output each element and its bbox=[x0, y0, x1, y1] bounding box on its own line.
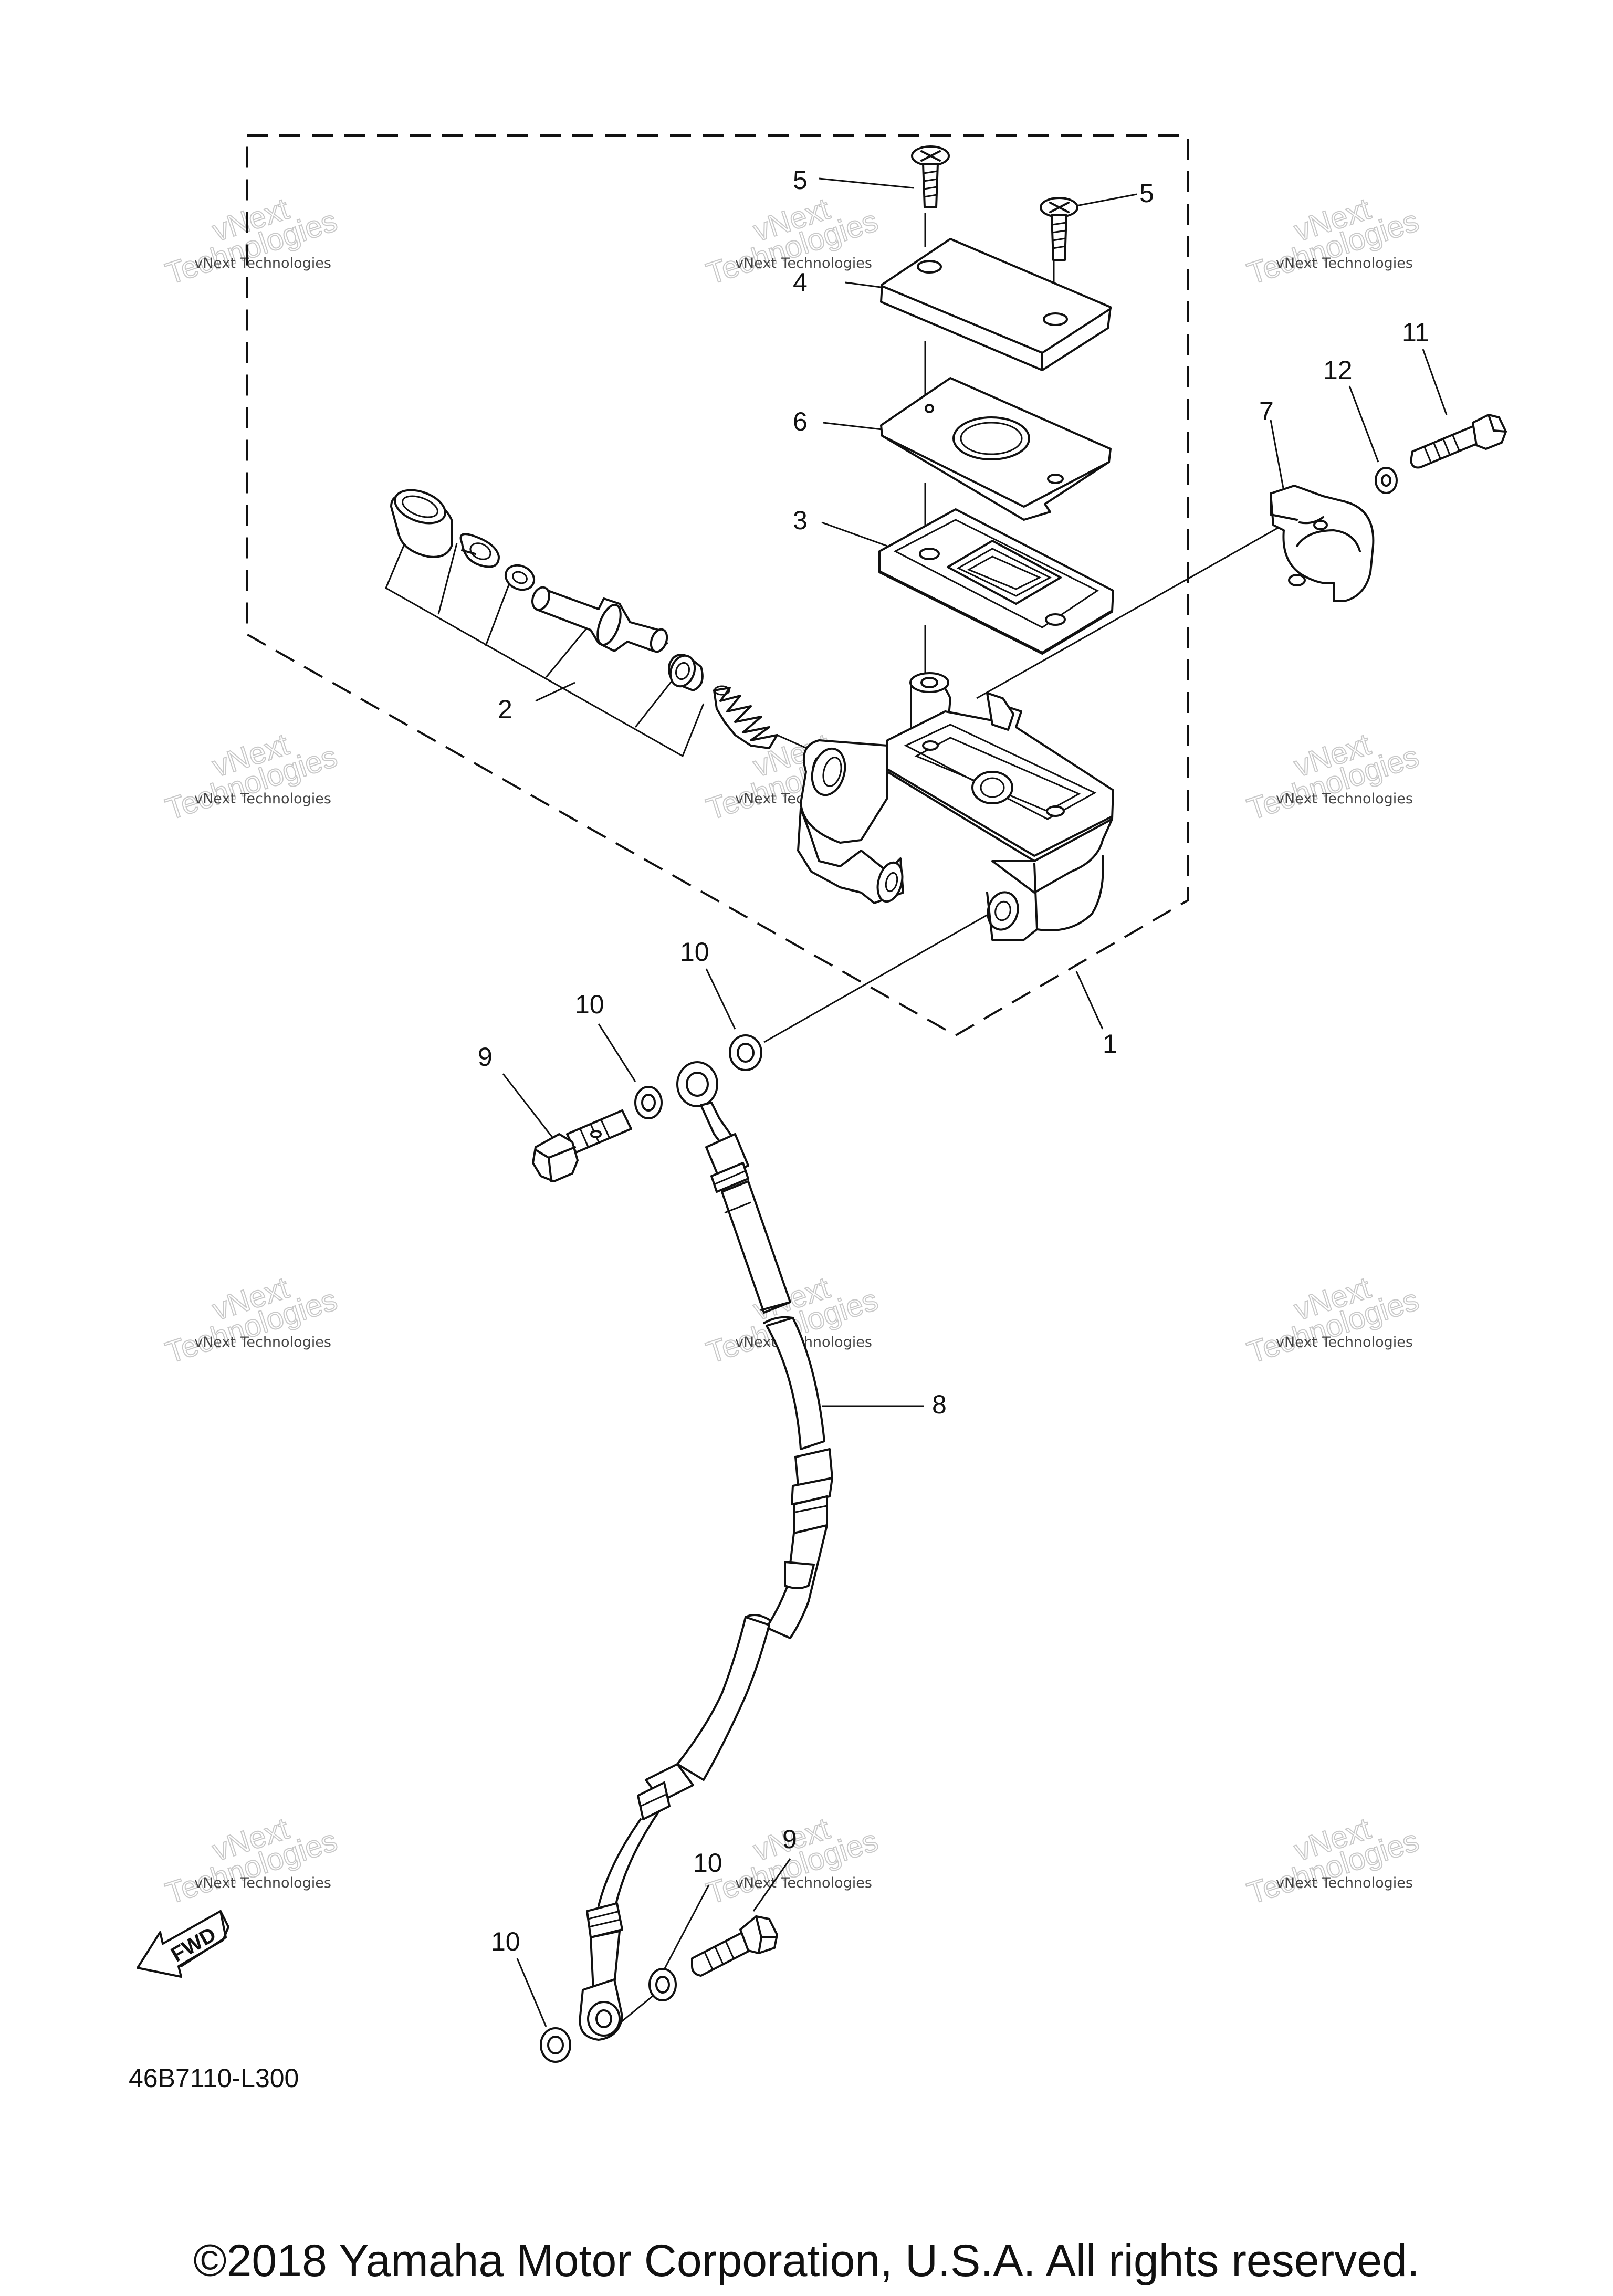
reservoir-cover-4 bbox=[880, 238, 1112, 371]
piston-kit-2 bbox=[390, 489, 778, 749]
diaphragm-6 bbox=[880, 377, 1112, 521]
dust-boot bbox=[390, 489, 453, 558]
callout-9a: 9 bbox=[478, 1042, 493, 1072]
diagram-code: 46B7110-L300 bbox=[129, 2063, 299, 2093]
callout-1: 1 bbox=[1103, 1029, 1117, 1058]
svg-text:vNext Technologies: vNext Technologies bbox=[735, 255, 872, 271]
screw-5-right bbox=[1040, 197, 1078, 261]
watermark: Technologies vNext vNext Technologies bbox=[1243, 727, 1423, 827]
washer-10-mid bbox=[634, 1086, 663, 1119]
svg-text:vNext Technologies: vNext Technologies bbox=[1276, 791, 1413, 807]
diaphragm-holder-3 bbox=[878, 508, 1114, 655]
banjo-bottom bbox=[579, 1978, 623, 2041]
callout-2: 2 bbox=[498, 695, 512, 724]
washer-10-bottom-right bbox=[648, 1968, 677, 2001]
svg-text:vNext Technologies: vNext Technologies bbox=[1276, 255, 1413, 271]
callout-10b: 10 bbox=[575, 990, 604, 1019]
callout-4: 4 bbox=[793, 268, 808, 297]
watermark: Technologies vNext vNext Technologies bbox=[1243, 1811, 1423, 1911]
svg-text:vNext Technologies: vNext Technologies bbox=[735, 1875, 872, 1891]
spring bbox=[713, 685, 778, 749]
watermark: Technologies vNext vNext Technologies bbox=[161, 727, 342, 827]
assembly-boundary bbox=[246, 134, 1189, 1037]
svg-text:vNext Technologies: vNext Technologies bbox=[1276, 1334, 1413, 1350]
piston bbox=[531, 586, 668, 653]
callout-10a: 10 bbox=[680, 937, 709, 967]
clamp-7 bbox=[1270, 485, 1375, 602]
watermark: Technologies vNext vNext Technologies bbox=[161, 1270, 342, 1370]
svg-text:vNext Technologies: vNext Technologies bbox=[194, 1875, 331, 1891]
callout-10c: 10 bbox=[693, 1848, 722, 1878]
washer-10-upper bbox=[729, 1034, 762, 1071]
callout-3: 3 bbox=[793, 506, 808, 535]
callout-12: 12 bbox=[1323, 355, 1353, 385]
washer-12 bbox=[1375, 467, 1398, 494]
union-bolt-9-upper bbox=[532, 1109, 632, 1182]
callout-10d: 10 bbox=[491, 1927, 520, 1956]
watermark: Technologies vNext vNext Technologies bbox=[161, 1811, 342, 1911]
watermark-layer: Technologies vNext vNext Technologies Te… bbox=[161, 191, 1423, 1911]
watermark: Technologies vNext vNext Technologies bbox=[1243, 1270, 1423, 1370]
callout-8: 8 bbox=[932, 1390, 947, 1419]
master-cylinder-body bbox=[797, 672, 1114, 941]
leader-lines bbox=[385, 177, 1448, 2033]
svg-text:vNext Technologies: vNext Technologies bbox=[194, 255, 331, 271]
watermark: Technologies vNext vNext Technologies bbox=[702, 191, 883, 291]
copyright-notice: ©2018 Yamaha Motor Corporation, U.S.A. A… bbox=[193, 2236, 1420, 2286]
svg-text:vNext Technologies: vNext Technologies bbox=[1276, 1875, 1413, 1891]
callout-7: 7 bbox=[1259, 396, 1274, 426]
callout-6: 6 bbox=[793, 407, 808, 436]
callout-labels: 1 2 3 4 5 5 6 7 8 9 9 10 10 10 10 11 12 bbox=[478, 165, 1429, 1956]
callout-9b: 9 bbox=[782, 1825, 797, 1854]
primary-cup bbox=[668, 654, 704, 691]
bolt-11 bbox=[1410, 414, 1507, 469]
screw-5-left bbox=[911, 145, 950, 208]
union-bolt-9-bottom bbox=[691, 1915, 778, 1977]
callout-11: 11 bbox=[1402, 318, 1429, 347]
fwd-arrow-icon: FWD bbox=[137, 1910, 229, 1978]
brake-hose-8 bbox=[579, 1061, 833, 2041]
callout-5a: 5 bbox=[793, 165, 808, 195]
circlip bbox=[459, 533, 500, 568]
svg-text:vNext Technologies: vNext Technologies bbox=[194, 791, 331, 807]
svg-text:vNext Technologies: vNext Technologies bbox=[194, 1334, 331, 1350]
washer-10-bottom-left bbox=[540, 2027, 571, 2063]
callout-5b: 5 bbox=[1139, 179, 1154, 208]
watermark: Technologies vNext vNext Technologies bbox=[1243, 191, 1423, 291]
cup-seal bbox=[504, 564, 536, 591]
watermark: Technologies vNext vNext Technologies bbox=[161, 191, 342, 291]
